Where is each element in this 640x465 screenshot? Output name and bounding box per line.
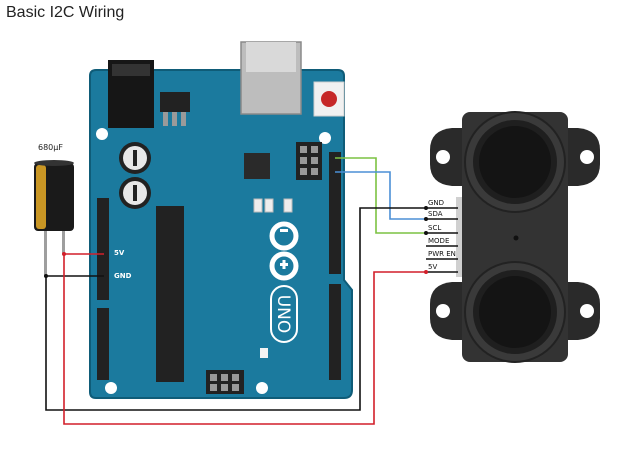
sensor-pin-sda: SDA bbox=[428, 210, 443, 218]
uno-text: UNO bbox=[273, 295, 293, 334]
microcontroller-chip bbox=[156, 206, 184, 382]
digital-header bbox=[329, 152, 341, 380]
junction-dot bbox=[62, 252, 66, 256]
arduino-board: UNO 5V GND bbox=[89, 41, 353, 399]
sensor-pin-scl: SCL bbox=[428, 224, 441, 232]
sensor-pin-header bbox=[456, 197, 464, 277]
junction-dot bbox=[44, 274, 48, 278]
mounting-hole bbox=[436, 150, 450, 164]
lidar-sensor bbox=[430, 111, 600, 363]
mounting-hole bbox=[436, 304, 450, 318]
pin-label-gnd: GND bbox=[114, 272, 132, 280]
board-outline bbox=[89, 69, 353, 399]
icsp-header bbox=[296, 142, 322, 180]
sensor-pin-mode: MODE bbox=[428, 237, 449, 245]
wire-gnd bbox=[45, 207, 426, 411]
external-capacitor: 680µF bbox=[34, 143, 74, 277]
icsp-header-bottom bbox=[206, 370, 244, 394]
mounting-hole bbox=[96, 128, 108, 140]
wire-scl bbox=[335, 157, 426, 234]
mounting-hole bbox=[580, 150, 594, 164]
junction-dot bbox=[424, 217, 428, 221]
power-header bbox=[97, 198, 109, 380]
mounting-hole bbox=[580, 304, 594, 318]
usb-chip bbox=[244, 153, 270, 179]
junction-dot bbox=[424, 270, 428, 274]
sensor-pin-labels: GND SDA SCL MODE PWR EN 5V bbox=[428, 199, 456, 271]
pin-label-5v: 5V bbox=[114, 249, 125, 257]
arduino-logo bbox=[269, 221, 299, 281]
wire-sda bbox=[335, 171, 426, 220]
voltage-regulator bbox=[160, 92, 190, 112]
onboard-capacitor bbox=[119, 177, 151, 209]
wire-5v bbox=[63, 253, 426, 425]
page-title: Basic I2C Wiring bbox=[6, 4, 125, 21]
sensor-pin-pwr-en: PWR EN bbox=[428, 250, 456, 258]
sensor-pin-gnd: GND bbox=[428, 199, 444, 207]
mounting-hole bbox=[319, 132, 331, 144]
mounting-hole bbox=[105, 382, 117, 394]
capacitor-label: 680µF bbox=[38, 143, 63, 152]
onboard-capacitor bbox=[119, 142, 151, 174]
wires bbox=[44, 157, 458, 425]
uno-logo: UNO bbox=[270, 285, 298, 343]
sensor-pin-5v: 5V bbox=[428, 263, 437, 271]
junction-dot bbox=[424, 206, 428, 210]
junction-dot bbox=[424, 231, 428, 235]
mounting-hole bbox=[256, 382, 268, 394]
